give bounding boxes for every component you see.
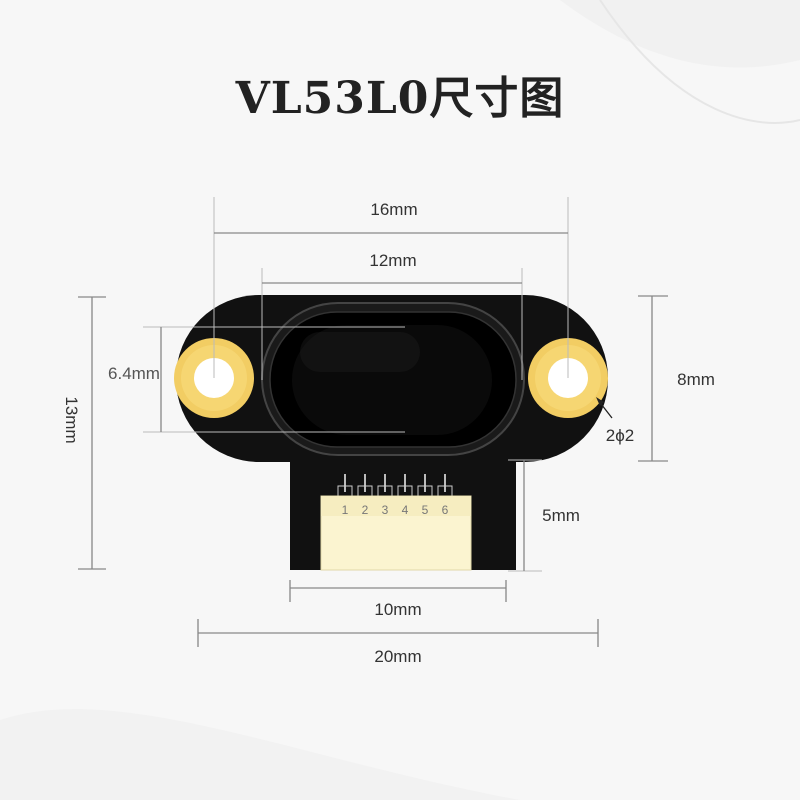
pin-label: 6 <box>442 503 449 517</box>
dimension-12mm: 12mm <box>261 251 523 380</box>
dim-label-connector-width: 10mm <box>374 600 421 619</box>
dim-label-connector-height: 5mm <box>542 506 580 525</box>
pin-label: 3 <box>382 503 389 517</box>
dimension-10mm: 10mm <box>289 580 507 619</box>
dimension-13mm: 13mm <box>62 296 106 570</box>
diagram-title: VL53L0尺寸图 <box>235 73 565 124</box>
dim-label-outer-width: 16mm <box>370 200 417 219</box>
dim-label-height: 13mm <box>62 396 81 443</box>
dimension-16mm: 16mm <box>213 197 569 378</box>
dim-label-hole-spacing: 6.4mm <box>108 364 160 383</box>
connector-header: 1 2 3 4 5 6 <box>320 474 472 571</box>
dimension-6-4mm: 6.4mm <box>108 326 405 433</box>
dim-label-total-width: 20mm <box>374 647 421 666</box>
sensor-window <box>261 302 525 456</box>
dim-label-hole-diameter: 2ϕ2 <box>606 426 634 445</box>
dimension-20mm: 20mm <box>197 619 599 666</box>
pin-label: 5 <box>422 503 429 517</box>
dim-label-sensor-width: 12mm <box>369 251 416 270</box>
pin-label: 4 <box>402 503 409 517</box>
dimension-5mm: 5mm <box>508 459 580 572</box>
dim-label-tab-height: 8mm <box>677 370 715 389</box>
pin-label: 2 <box>362 503 369 517</box>
dimension-hole-diameter: 2ϕ2 <box>596 397 634 445</box>
dimension-8mm: 8mm <box>638 295 715 462</box>
pin-label: 1 <box>342 503 349 517</box>
